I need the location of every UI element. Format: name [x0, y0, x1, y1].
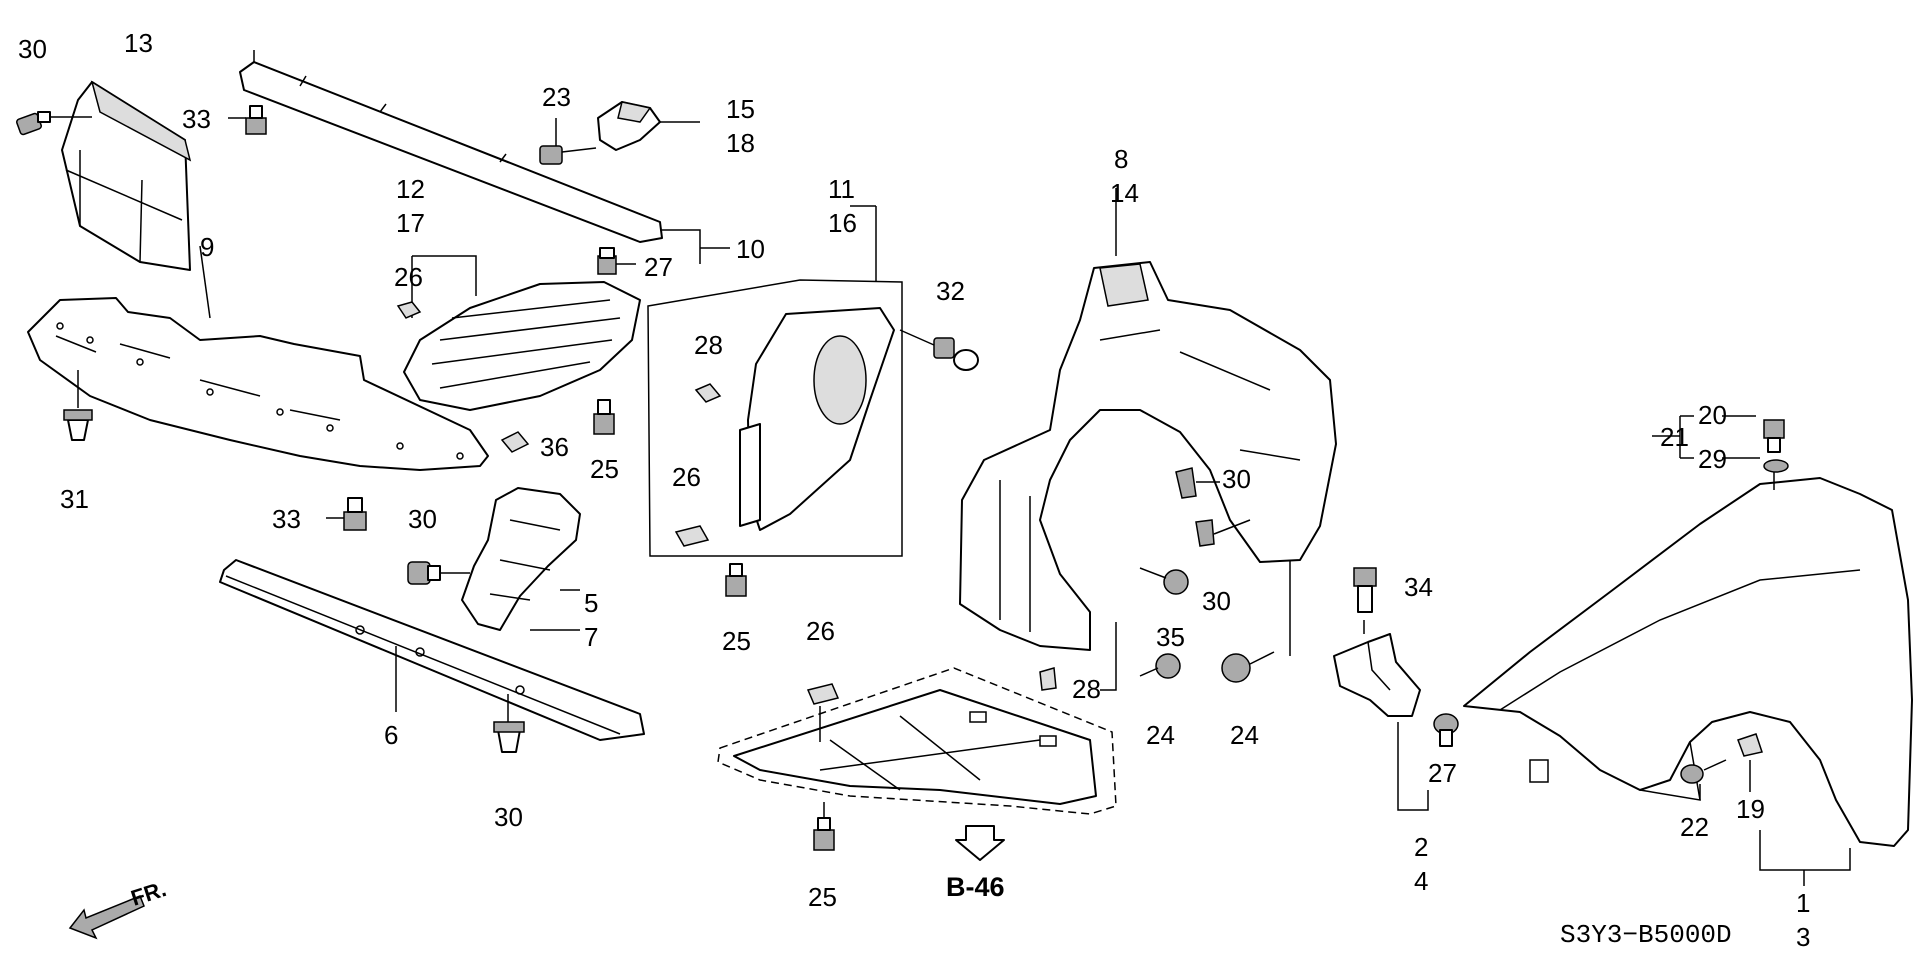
- label-10: 10: [736, 234, 765, 264]
- screw-24-a: [1139, 653, 1181, 679]
- bolt-25-middle: [725, 563, 747, 597]
- part-1-fender: [1463, 470, 1913, 847]
- bolt-25-lower: [813, 802, 835, 851]
- clip-26-a: [396, 301, 422, 319]
- front-direction-arrow: [68, 895, 145, 940]
- nut-36: [500, 431, 530, 453]
- label-20: 20: [1698, 400, 1727, 430]
- screw-35: [1139, 567, 1189, 595]
- part-8-fender-liner: [959, 188, 1337, 651]
- clip-31: [63, 370, 93, 441]
- label-3: 3: [1796, 922, 1810, 952]
- label-27-a: 27: [644, 252, 673, 282]
- label-33-a: 33: [182, 104, 211, 134]
- label-27-b: 27: [1428, 758, 1457, 788]
- clip-30-right-a: [1175, 467, 1220, 499]
- label-13: 13: [124, 28, 153, 58]
- label-18: 18: [726, 128, 755, 158]
- part-5-splash-guard: [461, 487, 581, 631]
- screw-24-b: [1221, 560, 1291, 683]
- label-30-b: 30: [1222, 464, 1251, 494]
- bolt-33-top: [228, 105, 267, 135]
- front-direction-label: FR.: [128, 876, 169, 911]
- label-22: 22: [1680, 812, 1709, 842]
- label-16: 16: [828, 208, 857, 238]
- part-11-group: [647, 205, 903, 557]
- part-12-engine-cover: [403, 255, 641, 411]
- screw-22: [1680, 759, 1727, 800]
- label-25-b: 25: [722, 626, 751, 656]
- part-10-stay: [239, 50, 730, 264]
- label-29: 29: [1698, 444, 1727, 474]
- label-31: 31: [60, 484, 89, 514]
- label-7: 7: [584, 622, 598, 652]
- reference-arrow: [955, 825, 1005, 861]
- bolt-33-lower: [326, 497, 367, 531]
- label-30-a: 30: [18, 34, 47, 64]
- part-15-bracket: [597, 101, 700, 151]
- clip-30-lower: [493, 694, 525, 753]
- part-6-stiffener: [219, 559, 645, 741]
- clip-28-a: [694, 383, 722, 403]
- label-23: 23: [542, 82, 571, 112]
- label-30-d: 30: [1202, 586, 1231, 616]
- label-8: 8: [1114, 144, 1128, 174]
- part-21-bracket-line: [1652, 415, 1760, 459]
- label-21: 21: [1660, 422, 1689, 452]
- bolt-27-right: [1433, 713, 1459, 747]
- label-25-a: 25: [590, 454, 619, 484]
- bolt-30-middle: [407, 561, 470, 585]
- washer-29: [1763, 459, 1789, 473]
- reference-label: B-46: [946, 872, 1005, 902]
- label-17: 17: [396, 208, 425, 238]
- clip-30-right-b: [1195, 519, 1251, 547]
- clip-26-b: [674, 525, 710, 547]
- label-28-b: 28: [1072, 674, 1101, 704]
- bolt-27-top: [597, 247, 636, 275]
- label-19: 19: [1736, 794, 1765, 824]
- label-24-b: 24: [1230, 720, 1259, 750]
- label-34: 34: [1404, 572, 1433, 602]
- part-1-leader: [1759, 830, 1851, 886]
- bolt-23: [539, 118, 597, 165]
- label-4: 4: [1414, 866, 1428, 896]
- label-26-c: 26: [806, 616, 835, 646]
- label-25-c: 25: [808, 882, 837, 912]
- label-9: 9: [200, 232, 214, 262]
- bolt-32: [899, 329, 979, 371]
- label-32: 32: [936, 276, 965, 306]
- clip-19: [1737, 733, 1763, 792]
- bolt-30-topleft: [16, 111, 92, 136]
- part-9-undercover: [27, 245, 489, 471]
- label-14: 14: [1110, 178, 1139, 208]
- bolt-20: [1763, 419, 1785, 453]
- bolt-25-left: [593, 399, 615, 435]
- label-36: 36: [540, 432, 569, 462]
- label-24-a: 24: [1146, 720, 1175, 750]
- label-26-a: 26: [394, 262, 423, 292]
- label-26-b: 26: [672, 462, 701, 492]
- label-30-c: 30: [408, 504, 437, 534]
- part-lower-undercover: [717, 667, 1117, 815]
- clip-28-b: [1039, 622, 1117, 691]
- part-13-shield: [61, 80, 192, 271]
- part-2-bracket: [1333, 620, 1429, 811]
- clip-26-c: [806, 683, 840, 705]
- label-6: 6: [384, 720, 398, 750]
- bolt-34: [1353, 567, 1377, 613]
- label-30-e: 30: [494, 802, 523, 832]
- label-5: 5: [584, 588, 598, 618]
- label-12: 12: [396, 174, 425, 204]
- label-1: 1: [1796, 888, 1810, 918]
- label-2: 2: [1414, 832, 1428, 862]
- label-33-b: 33: [272, 504, 301, 534]
- label-28-a: 28: [694, 330, 723, 360]
- label-15: 15: [726, 94, 755, 124]
- label-35: 35: [1156, 622, 1185, 652]
- label-11: 11: [828, 174, 855, 204]
- diagram-code: S3Y3−B5000D: [1560, 920, 1732, 950]
